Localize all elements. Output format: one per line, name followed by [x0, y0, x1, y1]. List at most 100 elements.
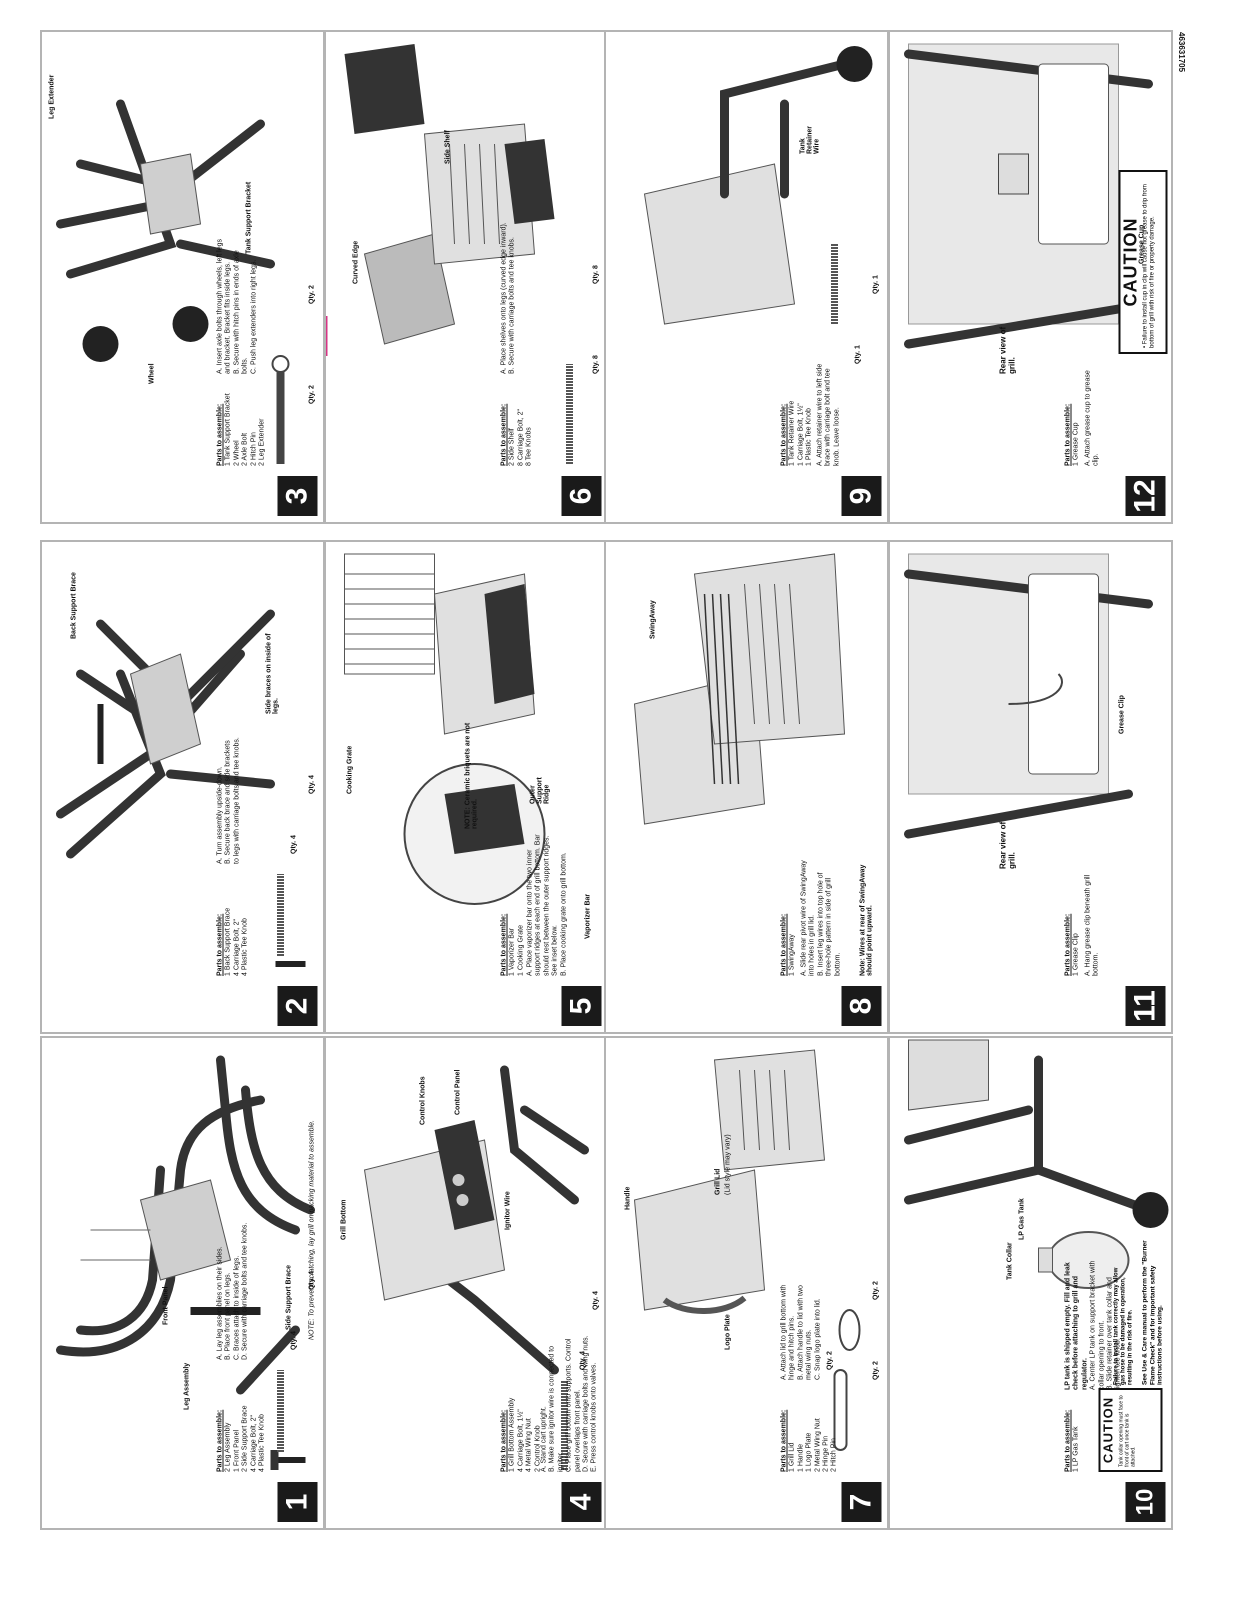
- parts-heading: Parts to assemble:: [216, 913, 223, 976]
- step-item: A. Attach retainer wire to left side bra…: [816, 363, 840, 466]
- callout-label: Curved Edge: [352, 240, 359, 284]
- steps-list: A. Attach grease cup to grease clip.: [1084, 356, 1101, 466]
- part-number: 463631705: [1177, 32, 1186, 73]
- callout-label: Control Panel: [454, 1069, 461, 1115]
- parts-heading: Parts to assemble:: [1064, 913, 1071, 976]
- step-item: B. Secure with hitch pins in ends of axl…: [232, 250, 249, 374]
- step-item: D. Secure with carriage bolts and tee kn…: [241, 1222, 249, 1360]
- part-item: 8 Tee Knobs: [525, 427, 533, 466]
- callout-label: Logo Plate: [724, 1314, 731, 1350]
- step-7-illustration: [633, 1049, 860, 1451]
- step-item: A. Stand cart upright.: [540, 1406, 547, 1472]
- steps-list: A. Insert axle bolts through wheels, lef…: [216, 234, 258, 374]
- part-item: 1 Tank Retainer Wire: [788, 400, 796, 466]
- part-item: 4 Plastic Tee Knob: [241, 918, 249, 976]
- callout-label: Ignitor Wire: [504, 1191, 511, 1230]
- steps-list: A. Hang grease clip beneath grill bottom…: [1084, 866, 1101, 976]
- callout-label: Back Support Brace: [70, 572, 77, 639]
- qty-label: Qty. 1: [872, 275, 879, 294]
- part-item: 1 Plastic Tee Knob: [805, 408, 813, 466]
- qty-label: Qty. 2: [826, 1351, 833, 1370]
- step-item: B. Secure back brace and side brackets t…: [224, 737, 240, 864]
- step-panel-6: 6 Parts to assemble: 2 Side Shelf 8 Carr…: [324, 30, 609, 524]
- steps-list: A. Slide rear pivot wire of SwingAway in…: [800, 856, 842, 976]
- step-number: 5: [561, 986, 601, 1026]
- parts-list: Parts to assemble: 2 Leg Assembly 1 Fron…: [216, 1362, 266, 1472]
- panel-note: Note: Wires at rear of SwingAway should …: [859, 864, 873, 976]
- step-3-illustration: [55, 99, 289, 464]
- step-5-illustration: [343, 553, 545, 905]
- callout-label: Handle: [624, 1186, 631, 1210]
- step-item: A. Center LP tank on support bracket wit…: [1089, 1260, 1105, 1390]
- qty-label: Qty. 4: [579, 1351, 586, 1370]
- panel-note: NOTE: Ceramic briquets are not required.: [464, 722, 478, 829]
- steps-list: A. Turn assembly upside-down. B. Secure …: [216, 734, 241, 864]
- part-item: 2 Hinge Pin: [822, 1435, 830, 1472]
- step-item: A. Hang grease clip beneath grill bottom…: [1084, 874, 1100, 976]
- steps-list: A. Place vaporizer bar onto the two inne…: [526, 826, 568, 976]
- step-item: E. Press control knobs onto valves.: [590, 1362, 598, 1472]
- step-11-illustration: [903, 553, 1153, 839]
- step-item: B. Place cooking grate onto grill bottom…: [559, 852, 567, 976]
- panel-note: NOTE: To prevent scratching, lay grill o…: [308, 1120, 315, 1340]
- callout-label: Side braces on inside of legs.: [265, 633, 279, 714]
- step-number: 2: [277, 986, 317, 1026]
- step-4-illustration: [363, 1065, 589, 1470]
- step-item: A. Attach grease cup to grease clip.: [1084, 370, 1100, 466]
- callout-label: Side Support Brace: [285, 1265, 292, 1330]
- qty-label: Qty. 4: [308, 1271, 315, 1290]
- part-item: 2 Leg Extender: [258, 418, 266, 466]
- callout-label: Outer Support Ridge: [529, 777, 550, 804]
- callout-label: Rear view of grill.: [998, 821, 1016, 869]
- step-item: A. Lay leg assemblies on their sides.: [216, 1246, 223, 1360]
- part-item: 1 Grill Bottom Assembly: [508, 1397, 516, 1472]
- part-item: 4 Plastic Tee Knob: [258, 1414, 266, 1472]
- step-12-illustration: [903, 43, 1153, 349]
- parts-list: Parts to assemble: 1 SwingAway: [780, 866, 797, 976]
- callout-label: Front Panel: [162, 1286, 169, 1325]
- step-panel-8: 8 Parts to assemble: 1 SwingAway A. Slid…: [604, 540, 889, 1034]
- parts-list: Parts to assemble: 1 Grease Clip: [1064, 866, 1081, 976]
- step-item: A. Turn assembly upside-down.: [216, 766, 223, 864]
- qty-label: Qty. 2: [872, 1361, 879, 1380]
- callout-label: Leg Extender: [48, 74, 55, 119]
- step-panel-4: 4 Parts to assemble: 1 Grill Bottom Asse…: [324, 1036, 609, 1530]
- callout-label: Tank Support Bracket: [245, 181, 252, 254]
- caution-title: CAUTION: [1120, 217, 1140, 307]
- step-1-illustration: [55, 1055, 315, 1470]
- callout-label: Vaporizer Bar: [584, 893, 591, 939]
- step-9-illustration: [643, 46, 872, 325]
- qty-label: Qty. 4: [592, 1291, 599, 1310]
- step-6-illustration: [326, 44, 573, 464]
- part-item: 4 Metal Wing Nut: [525, 1418, 533, 1472]
- qty-label: Qty. 2: [308, 385, 315, 404]
- caution-title: CAUTION: [1100, 1396, 1115, 1464]
- steps-list: A. Stand cart upright. B. Make sure igni…: [540, 1332, 599, 1472]
- callout-label: Leg Assembly: [183, 1362, 190, 1410]
- part-item: 1 Cooking Grate: [516, 925, 524, 976]
- part-item: 1 Grease Cup: [1072, 422, 1080, 466]
- qty-label: Qty. 4: [290, 835, 297, 854]
- parts-list: Parts to assemble: 1 Tank Retainer Wire …: [780, 356, 814, 466]
- step-number: 10: [1125, 1482, 1165, 1522]
- callout-label: Side Shelf: [444, 130, 451, 164]
- part-item: 4 Carriage Bolt, 1½": [516, 1409, 524, 1472]
- part-item: 1 Carriage Bolt, 1½": [796, 403, 804, 466]
- part-item: 1 LP Gas Tank: [1072, 1426, 1080, 1472]
- step-panel-5: 5 Parts to assemble: 1 Vaporizer Bar 1 C…: [324, 540, 609, 1034]
- parts-heading: Parts to assemble:: [216, 1409, 223, 1472]
- callout-label: Grease Clip: [1118, 695, 1125, 734]
- parts-list: Parts to assemble: 1 Vaporizer Bar 1 Coo…: [500, 866, 525, 976]
- part-item: 2 Hitch Pin: [830, 1438, 838, 1472]
- step-item: B. Make sure ignitor wire is connected t…: [548, 1345, 564, 1472]
- step-item: A. Place shelves onto legs (curved edge …: [500, 222, 507, 374]
- steps-list: A. Lay leg assemblies on their sides. B.…: [216, 1220, 250, 1360]
- parts-heading: Parts to assemble:: [780, 403, 787, 466]
- callout-label: LP Gas Tank: [1018, 1198, 1025, 1240]
- step-10-illustration: [903, 1039, 1168, 1289]
- step-number: 1: [277, 1482, 317, 1522]
- step-panel-1: 1 Parts to assemble: 2 Leg Assembly 1 Fr…: [40, 1036, 325, 1530]
- step-panel-2: 2 Parts to assemble: 1 Back Support Brac…: [40, 540, 325, 1034]
- step-item: C. Snap logo plate into lid.: [813, 1298, 821, 1380]
- callout-label: SwingAway: [649, 600, 656, 639]
